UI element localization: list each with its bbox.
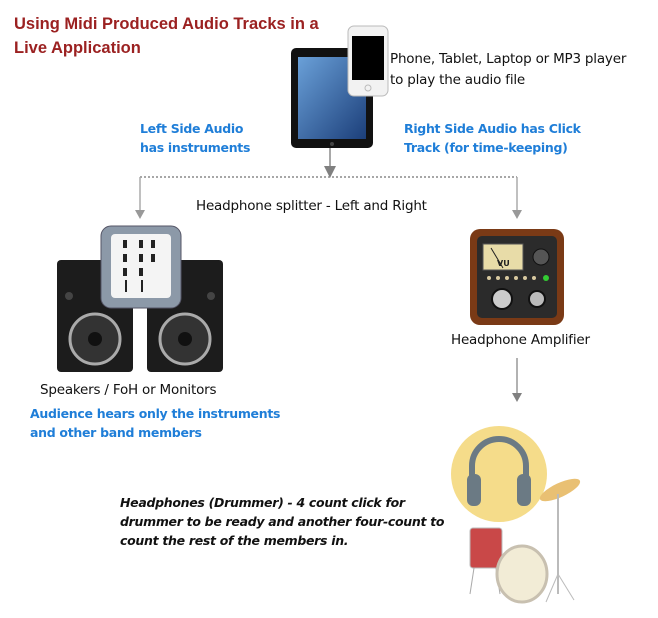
note-line: Right Side Audio has Click [404,121,581,136]
note-line: Left Side Audio [140,121,244,136]
caption-line: Phone, Tablet, Laptop or MP3 player [390,51,627,67]
speakers-label: Speakers / FoH or Monitors [40,382,217,398]
title-line: Live Application [14,39,141,57]
tablet-phone-icon [291,25,389,148]
mixer-icon [100,225,182,309]
note-line: and other band members [30,425,202,440]
note-line: Track (for time-keeping) [404,140,568,155]
headphone-amplifier-icon: VU [470,229,564,325]
diagram-title: Using Midi Produced Audio Tracks in a Li… [14,12,319,60]
note-line: drummer to be ready and another four-cou… [120,514,445,529]
bass-drum-icon [495,544,549,604]
note-line: count the rest of the members in. [120,533,349,548]
tom-drum-icon [469,527,503,569]
amp-label: Headphone Amplifier [451,332,590,348]
note-line: Headphones (Drummer) - 4 count click for [120,495,405,510]
drummer-note: Headphones (Drummer) - 4 count click for… [120,493,444,550]
note-line: has instruments [140,140,251,155]
splitter-label: Headphone splitter - Left and Right [196,198,427,214]
headphones-icon [467,474,481,506]
cymbal-icon [539,478,581,502]
caption-line: to play the audio file [390,72,526,88]
right-audio-note: Right Side Audio has Click Track (for ti… [404,119,581,157]
source-caption: Phone, Tablet, Laptop or MP3 player to p… [390,49,626,91]
speakers-icon [57,225,223,372]
note-line: Audience hears only the instruments [30,406,281,421]
title-line: Using Midi Produced Audio Tracks in a [14,15,319,33]
vu-label: VU [497,259,510,268]
drummer-icon [451,426,581,604]
audience-note: Audience hears only the instruments and … [30,404,280,442]
left-audio-note: Left Side Audio has instruments [140,119,250,157]
